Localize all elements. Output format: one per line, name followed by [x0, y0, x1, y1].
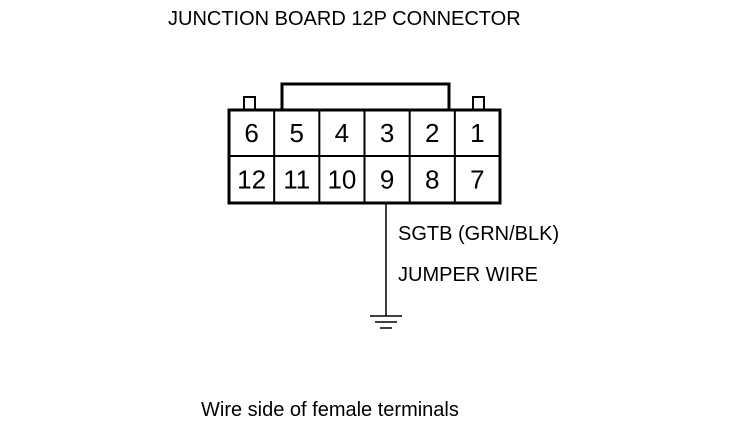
connector-lock-tab: [280, 82, 451, 110]
terminal-number: 10: [327, 165, 356, 195]
connector-column-dividers: [273, 110, 456, 203]
connector-left-key: [243, 96, 256, 110]
terminal-number: 4: [335, 118, 349, 148]
terminal-number: 2: [425, 118, 439, 148]
ground-icon: [370, 315, 402, 329]
terminal-number: 5: [290, 118, 304, 148]
jumper-wire-label: JUMPER WIRE: [398, 264, 538, 286]
terminal-number: 8: [425, 165, 439, 195]
terminal-number: 7: [470, 165, 484, 195]
terminal-number: 9: [380, 165, 394, 195]
terminal-number: 1: [470, 118, 484, 148]
connector-right-key: [472, 96, 485, 110]
terminal-number: 6: [244, 118, 258, 148]
connector-bottom-row: 12 11 10 9 8 7: [237, 165, 485, 195]
connector-top-row: 6 5 4 3 2 1: [244, 118, 484, 148]
view-caption: Wire side of female terminals: [201, 399, 459, 421]
terminal-number: 11: [283, 165, 310, 195]
diagram-title: JUNCTION BOARD 12P CONNECTOR: [168, 8, 521, 30]
terminal-number: 3: [380, 118, 394, 148]
signal-wire-label: SGTB (GRN/BLK): [398, 223, 560, 245]
terminal-number: 12: [237, 165, 266, 195]
